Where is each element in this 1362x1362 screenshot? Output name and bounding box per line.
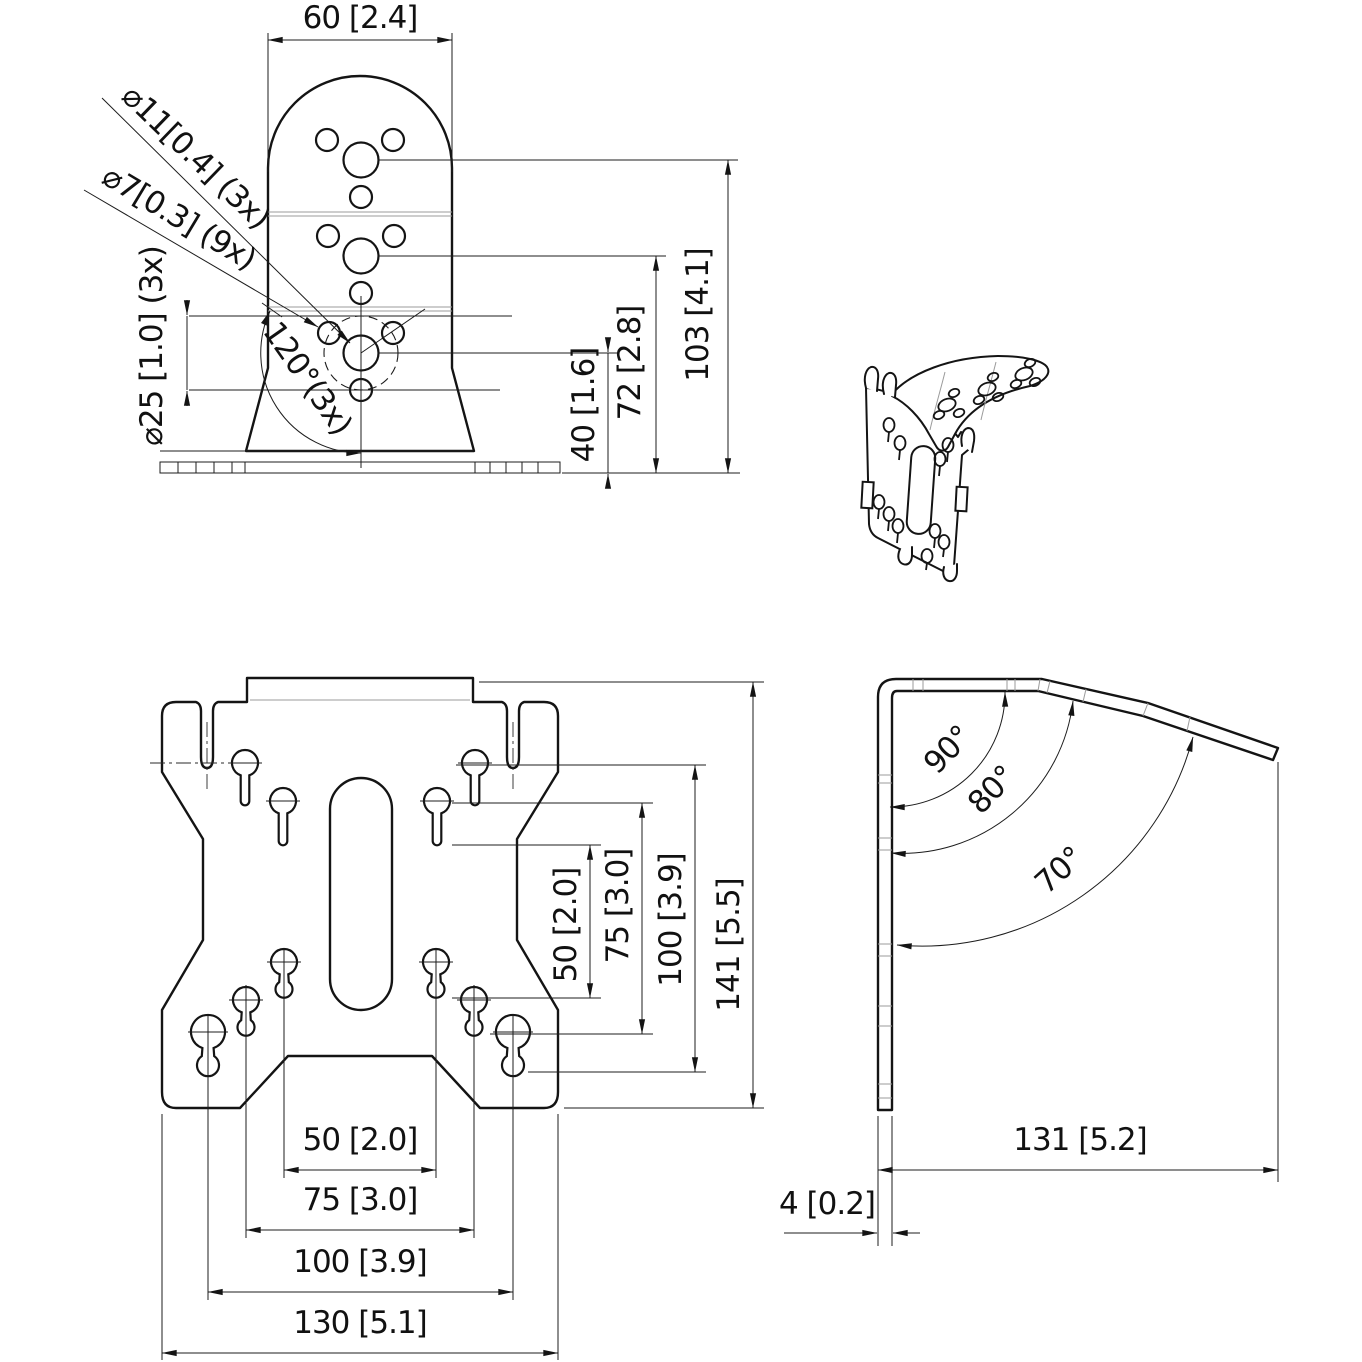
dim-h100: 100 [3.9] bbox=[293, 1244, 427, 1280]
side-view: 90° 80° 70° 131 [5.2] 4 [0.2] bbox=[779, 677, 1280, 1246]
iso-flange-holes bbox=[932, 358, 1042, 420]
iso-plate-keyholes bbox=[872, 417, 955, 571]
front-view: 60 [2.4] ⌀11[0.4] (3x) ⌀7[0.3] (9x) ⌀25 … bbox=[83, 0, 740, 489]
dim-h50: 50 [2.0] bbox=[303, 1122, 418, 1158]
iso-edge-notch bbox=[954, 485, 969, 513]
front-bend-lines bbox=[268, 211, 452, 312]
dim-h130: 130 [5.1] bbox=[293, 1305, 427, 1341]
iso-edge-notch bbox=[860, 480, 875, 510]
dim-v100: 100 [3.9] bbox=[653, 853, 689, 987]
dim-v141: 141 [5.5] bbox=[711, 878, 747, 1012]
iso-prongs bbox=[863, 365, 976, 583]
dim-bolt-circle-25: ⌀25 [1.0] (3x) bbox=[134, 246, 170, 446]
base-strip bbox=[159, 461, 561, 474]
angle-arc-120 bbox=[260, 310, 362, 457]
plate-bottom-extensions bbox=[161, 948, 559, 1360]
dim-thickness-4: 4 [0.2] bbox=[779, 1186, 875, 1222]
dim-height-72: 72 [2.8] bbox=[612, 306, 648, 421]
plate-right-extensions bbox=[452, 681, 764, 1109]
base-strip-segments bbox=[177, 462, 539, 473]
iso-flange-bend-lines bbox=[929, 361, 997, 431]
dim-v50: 50 [2.0] bbox=[548, 868, 584, 983]
angle-arc-70 bbox=[896, 736, 1194, 950]
side-slot-ticks bbox=[878, 678, 1191, 1099]
dim-v75: 75 [3.0] bbox=[600, 849, 636, 964]
iso-central-slot bbox=[905, 445, 937, 535]
dim-height-103: 103 [4.1] bbox=[680, 248, 716, 382]
dim-height-40: 40 [1.6] bbox=[566, 348, 602, 463]
front-hole-group-top bbox=[314, 127, 406, 210]
lower-keyholes bbox=[189, 948, 532, 1078]
front-hole-group-middle bbox=[315, 223, 407, 306]
dim-h75: 75 [3.0] bbox=[303, 1182, 418, 1218]
upper-keyholes bbox=[230, 749, 490, 847]
central-slot bbox=[328, 776, 394, 1012]
leader-d7 bbox=[83, 189, 319, 328]
dim-tilt-70: 70° bbox=[1028, 840, 1091, 902]
dim-tilt-90: 90° bbox=[917, 719, 979, 781]
dim-depth-131: 131 [5.2] bbox=[1013, 1122, 1147, 1158]
dim-angle-120: 120°(3x) bbox=[255, 315, 358, 441]
plate-rear-view: 50 [2.0] 75 [3.0] 100 [3.9] 141 [5.5] 50… bbox=[150, 676, 764, 1360]
isometric-view bbox=[860, 355, 1050, 583]
front-outline bbox=[244, 74, 476, 453]
dim-width-60: 60 [2.4] bbox=[303, 0, 418, 36]
prong-centerlines bbox=[150, 722, 514, 792]
leader-d11 bbox=[101, 97, 351, 344]
